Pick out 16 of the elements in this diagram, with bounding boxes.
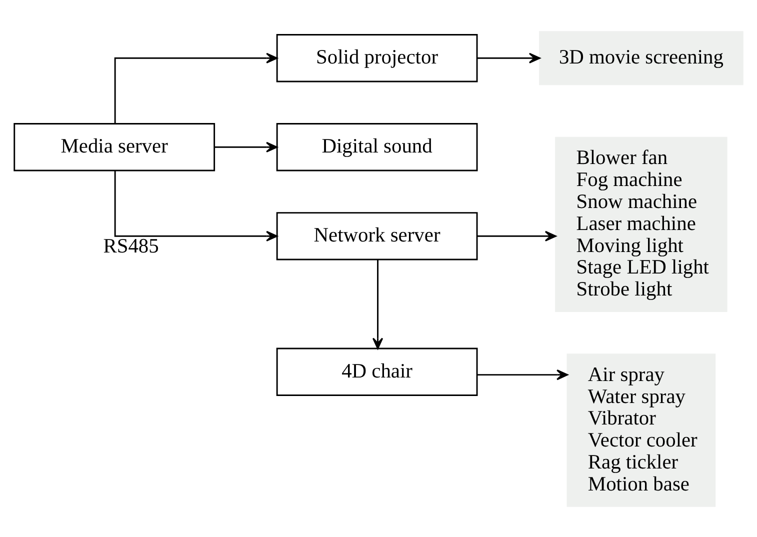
node-box: Solid projector xyxy=(276,34,478,82)
node-box: 4D chair xyxy=(276,347,478,396)
arrow xyxy=(477,368,568,380)
node-box: Network server xyxy=(276,212,478,260)
node-box: Digital sound xyxy=(276,122,478,171)
node-box: Media server xyxy=(14,122,216,171)
arrow xyxy=(214,141,278,152)
node-box: Blower fan Fog machine Snow machine Laser machine Moving light Stage LED light Strobe light xyxy=(555,136,728,312)
edge-label: RS485 xyxy=(103,235,159,258)
node-box: 3D movie screening xyxy=(539,30,744,85)
arrow xyxy=(114,52,278,124)
arrow xyxy=(372,259,384,349)
node-box: Air spray Water spray Vibrator Vector cooler Rag tickler Motion base xyxy=(566,353,716,506)
arrow xyxy=(477,230,556,241)
arrow xyxy=(114,170,278,241)
arrow xyxy=(477,52,540,63)
